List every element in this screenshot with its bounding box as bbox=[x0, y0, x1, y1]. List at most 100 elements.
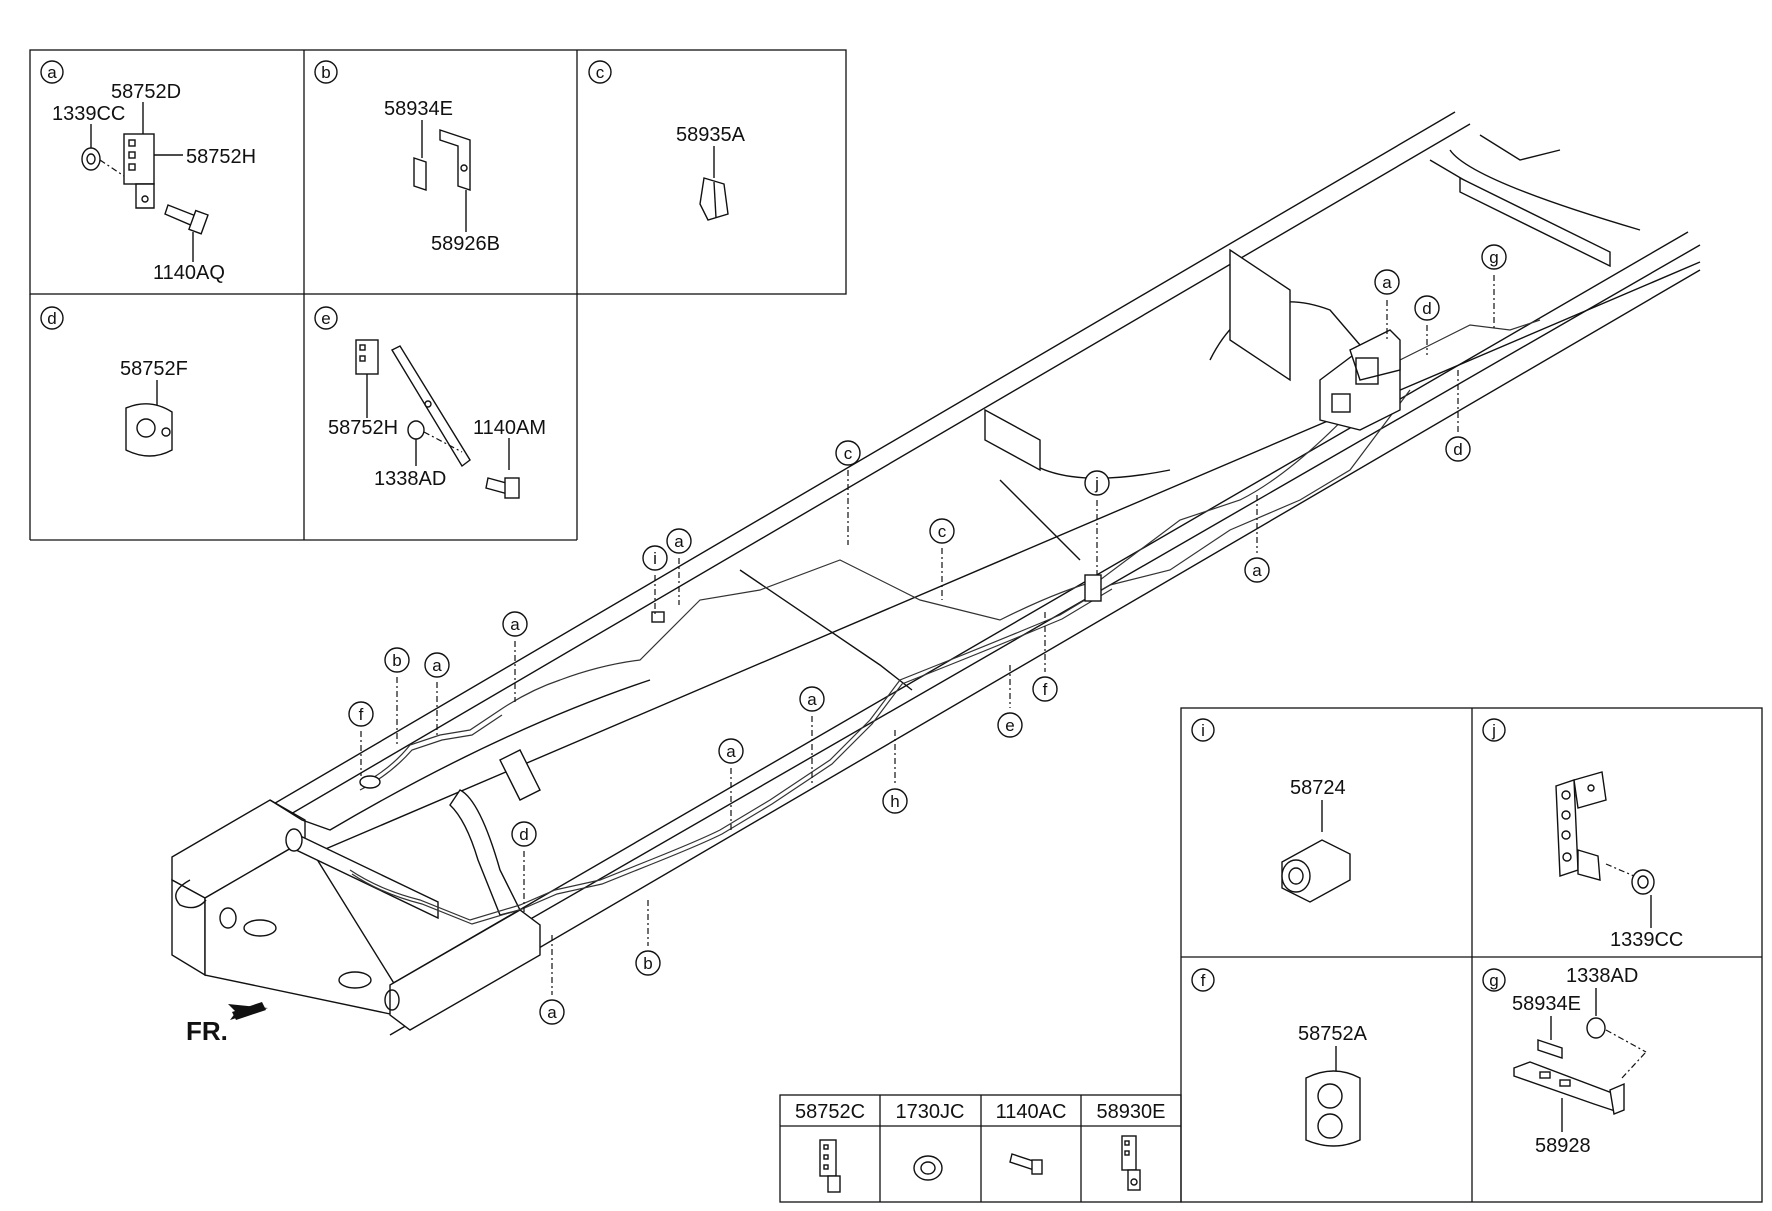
clip-58934E-icon bbox=[413, 157, 427, 191]
callout-f: f bbox=[359, 705, 364, 724]
callout-a: a bbox=[1382, 273, 1392, 292]
part-58752A: 58752A bbox=[1298, 1023, 1368, 1045]
panel-grid-bottom bbox=[1180, 707, 1763, 1203]
clip-58752H-icon bbox=[355, 339, 379, 375]
callout-b: b bbox=[643, 954, 652, 973]
bolt-1140AQ-icon bbox=[164, 204, 209, 235]
part-1140AQ: 1140AQ bbox=[153, 262, 225, 284]
table-header-58752C: 58752C bbox=[795, 1101, 865, 1123]
panel-a-badge bbox=[40, 60, 64, 84]
callout-c: c bbox=[938, 522, 947, 541]
nut-1339CC-j-icon bbox=[1631, 869, 1655, 895]
panel-d-letter: d bbox=[47, 309, 56, 328]
panel-e-badge bbox=[314, 306, 338, 330]
callout-h: h bbox=[890, 792, 899, 811]
panel-f-letter: f bbox=[1201, 971, 1206, 990]
panel-c-badge bbox=[588, 60, 612, 84]
nut-1338AD-icon bbox=[407, 420, 425, 440]
clip-58935A-icon bbox=[699, 177, 729, 221]
clip-58752D-icon bbox=[123, 133, 155, 209]
panel-a: a 58752D 1339CC 58752H 1140AQ bbox=[40, 60, 256, 284]
clip-f-front-icon bbox=[359, 775, 381, 789]
front-label: FR. bbox=[186, 1016, 228, 1046]
part-1140AM: 1140AM bbox=[473, 417, 546, 439]
callout-b: b bbox=[392, 651, 401, 670]
bolt-1140AM-icon bbox=[485, 477, 520, 499]
clip-58752C-icon bbox=[819, 1139, 841, 1193]
callout-a: a bbox=[510, 615, 520, 634]
panel-e: e 58752H 1140AM 1338AD bbox=[314, 306, 546, 499]
part-1339CC-j: 1339CC bbox=[1610, 929, 1683, 951]
panel-j: j 1339CC bbox=[1482, 718, 1683, 951]
part-1338AD: 1338AD bbox=[374, 468, 446, 490]
front-direction: FR. bbox=[186, 1002, 268, 1046]
clip-58934E-g-icon bbox=[1537, 1039, 1563, 1059]
callout-a: a bbox=[726, 742, 736, 761]
callout-a: a bbox=[807, 690, 817, 709]
callout-f: f bbox=[1043, 680, 1048, 699]
bracket-58926B-icon bbox=[439, 129, 471, 191]
nut-1339CC-icon bbox=[81, 147, 101, 171]
part-58752H: 58752H bbox=[186, 146, 256, 168]
pipe-routing bbox=[349, 319, 1541, 925]
callout-a: a bbox=[1252, 561, 1262, 580]
parts-table: 58752C 1730JC 1140AC 58930E bbox=[779, 1094, 1182, 1203]
panel-d: d 58752F bbox=[40, 306, 188, 457]
panel-j-letter: j bbox=[1491, 721, 1496, 740]
panel-c: c 58935A bbox=[588, 60, 746, 221]
panel-d-badge bbox=[40, 306, 64, 330]
callout-i: i bbox=[653, 549, 657, 568]
nut-1338AD-g-icon bbox=[1586, 1017, 1606, 1039]
part-58935A: 58935A bbox=[676, 124, 746, 146]
panel-i: i 58724 bbox=[1191, 718, 1351, 903]
callout-d: d bbox=[1422, 299, 1431, 318]
panel-g: g 1338AD 58934E 58928 bbox=[1482, 965, 1647, 1157]
table-header-1140AC: 1140AC bbox=[996, 1101, 1067, 1123]
part-58752H: 58752H bbox=[328, 417, 398, 439]
callout-a: a bbox=[547, 1003, 557, 1022]
callout-j: j bbox=[1094, 474, 1099, 493]
panel-b-letter: b bbox=[321, 63, 330, 82]
part-58934E: 58934E bbox=[384, 98, 453, 120]
panel-grid-top bbox=[29, 49, 847, 541]
grommet-1730JC-icon bbox=[913, 1155, 943, 1181]
part-1339CC: 1339CC bbox=[52, 103, 125, 125]
panel-b-badge bbox=[314, 60, 338, 84]
callout-d: d bbox=[1453, 440, 1462, 459]
table-header-1730JC: 1730JC bbox=[896, 1101, 965, 1123]
joint-bracket-j-icon bbox=[1555, 771, 1607, 881]
panel-f: f 58752A bbox=[1191, 968, 1368, 1147]
panel-i-letter: i bbox=[1201, 721, 1205, 740]
bolt-1140AC-icon bbox=[1009, 1153, 1043, 1175]
part-58934E-g: 58934E bbox=[1512, 993, 1581, 1015]
bracket-58928-icon bbox=[1513, 1061, 1625, 1115]
panel-a-letter: a bbox=[47, 63, 57, 82]
hydraulic-unit-icon bbox=[1319, 329, 1401, 431]
clip-58752F-icon bbox=[125, 403, 173, 457]
table-header-58930E: 58930E bbox=[1097, 1101, 1166, 1123]
part-58752F: 58752F bbox=[120, 358, 188, 380]
part-58928: 58928 bbox=[1535, 1135, 1591, 1157]
vehicle-frame bbox=[171, 111, 1701, 1036]
part-58752D: 58752D bbox=[111, 81, 181, 103]
panel-g-letter: g bbox=[1489, 971, 1498, 990]
clip-58930E-icon bbox=[1121, 1135, 1141, 1191]
part-1338AD-g: 1338AD bbox=[1566, 965, 1638, 987]
callout-a: a bbox=[674, 532, 684, 551]
callout-a: a bbox=[432, 656, 442, 675]
part-58926B: 58926B bbox=[431, 233, 500, 255]
panel-e-letter: e bbox=[321, 309, 330, 328]
part-58724: 58724 bbox=[1290, 777, 1346, 799]
callout-c: c bbox=[844, 444, 853, 463]
bracket-e-icon bbox=[391, 345, 471, 468]
joint-block-j-icon bbox=[1084, 574, 1102, 602]
callout-e: e bbox=[1005, 716, 1014, 735]
callout-g: g bbox=[1489, 248, 1498, 267]
connector-i-icon bbox=[651, 611, 665, 623]
callouts: a d g d a j c c f e bbox=[348, 244, 1507, 1025]
panel-b: b 58934E 58926B bbox=[314, 60, 500, 255]
clip-58752A-icon bbox=[1305, 1070, 1361, 1147]
callout-d: d bbox=[519, 825, 528, 844]
